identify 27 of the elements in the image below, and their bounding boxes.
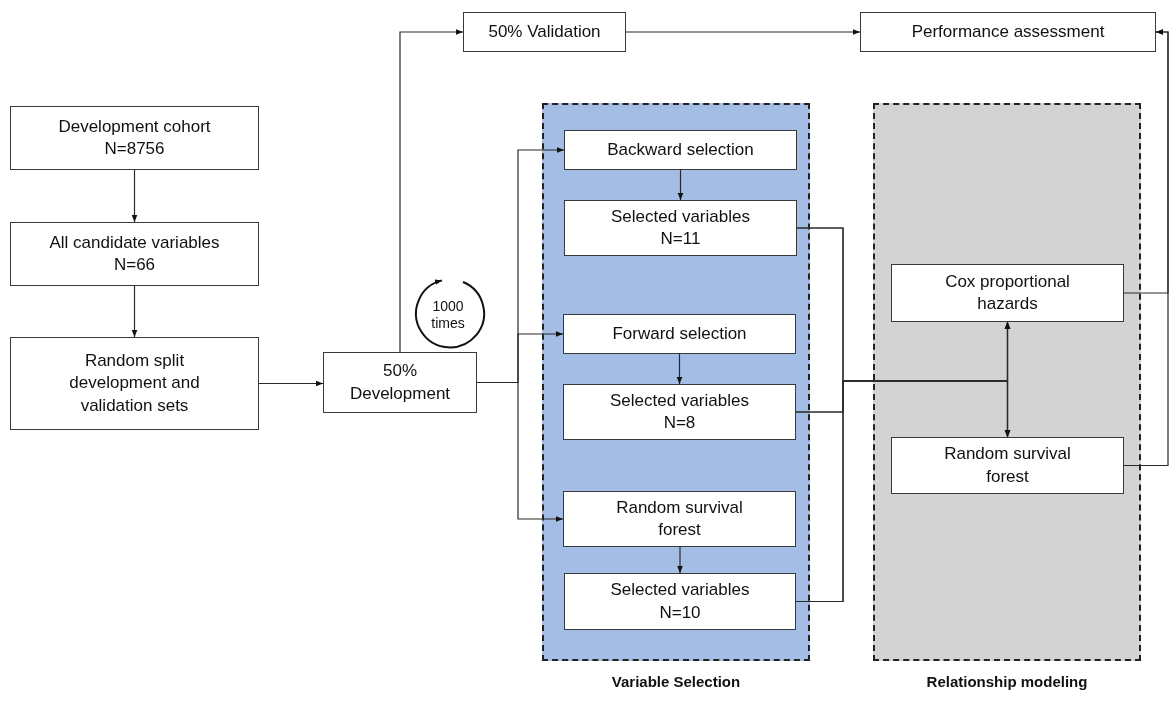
process-box: All candidate variables N=66	[10, 222, 259, 286]
process-box: Selected variables N=10	[564, 573, 796, 630]
connector-arrow	[476, 381, 564, 522]
process-box: 50% Validation	[463, 12, 626, 52]
connector-arrow	[1123, 29, 1169, 467]
connector-arrow	[676, 353, 683, 385]
connector-arrow	[131, 285, 138, 338]
connector-arrow	[625, 29, 861, 35]
process-box: 50% Development	[323, 352, 477, 413]
connector-arrow	[399, 29, 464, 353]
process-box: Random survival forest	[891, 437, 1124, 494]
process-box: Cox proportional hazards	[891, 264, 1124, 322]
process-box: Selected variables N=11	[564, 200, 797, 256]
process-box: Development cohort N=8756	[10, 106, 259, 170]
process-box: Random split development and validation sets	[10, 337, 259, 430]
connector-arrow	[131, 169, 138, 223]
process-box: Forward selection	[563, 314, 796, 354]
connector-arrow	[258, 380, 324, 387]
process-box: Random survival forest	[563, 491, 796, 547]
connector-arrow	[677, 169, 684, 201]
group-title: Relationship modeling	[925, 673, 1089, 690]
loop-count-label: 1000 times	[430, 298, 466, 332]
connector-arrow	[677, 546, 683, 574]
process-box: Performance assessment	[860, 12, 1156, 52]
process-box: Backward selection	[564, 130, 797, 170]
group-title: Variable Selection	[610, 673, 742, 690]
process-box: Selected variables N=8	[563, 384, 796, 440]
